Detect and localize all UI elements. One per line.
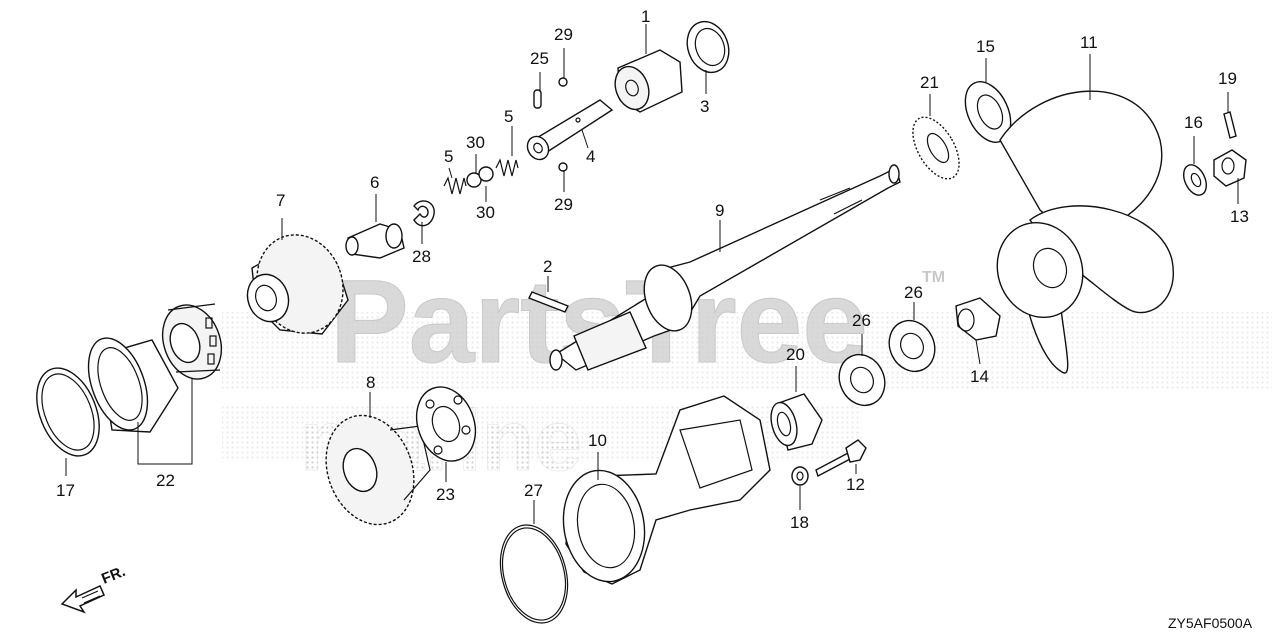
callout-29b: 29 [554, 195, 573, 214]
callout-27: 27 [524, 481, 543, 500]
part-key [528, 291, 569, 313]
part-snap-ring [36, 367, 100, 457]
diagram-reference-code: ZY5AF0500A [1168, 615, 1253, 631]
callout-19: 19 [1218, 69, 1237, 88]
part-propeller [996, 90, 1175, 374]
callout-26a: 26 [904, 283, 923, 302]
callout-11: 11 [1080, 33, 1098, 52]
callout-28: 28 [412, 247, 431, 266]
part-clip [413, 200, 435, 227]
callout-labels: 1 2 3 4 5 5 6 7 8 9 10 11 12 13 14 15 16… [56, 7, 1249, 532]
callout-30a: 30 [466, 133, 485, 152]
callout-20: 20 [786, 345, 805, 364]
callout-25: 25 [530, 49, 549, 68]
part-bearing-holder [562, 395, 771, 585]
part-clutch-shaft [345, 223, 405, 259]
callout-29a: 29 [554, 25, 573, 44]
part-castle-nut [1213, 149, 1247, 187]
part-pin [533, 89, 542, 109]
part-spacer [955, 297, 1001, 341]
callout-3: 3 [700, 97, 709, 116]
callout-13: 13 [1230, 207, 1249, 226]
callout-18: 18 [790, 513, 809, 532]
leader-lines [65, 24, 1239, 524]
arrow-icon [60, 585, 105, 614]
part-propeller-shaft [549, 164, 901, 371]
part-oil-seal-a [888, 319, 936, 373]
part-ring [686, 20, 730, 74]
front-direction-arrow: FR. [60, 563, 128, 614]
callout-5b: 5 [504, 107, 513, 126]
callout-4: 4 [586, 147, 595, 166]
callout-21: 21 [920, 73, 939, 92]
watermark-trademark: TM [922, 269, 945, 286]
part-small-washer [1182, 164, 1208, 196]
part-needle-bearing [770, 393, 823, 451]
part-springs-and-balls [443, 158, 519, 195]
callout-10: 10 [588, 431, 607, 450]
callout-14: 14 [970, 367, 989, 386]
callout-30b: 30 [476, 203, 495, 222]
callout-15: 15 [976, 37, 995, 56]
callout-1: 1 [641, 7, 650, 26]
callout-26b: 26 [852, 311, 871, 330]
callout-16: 16 [1184, 113, 1203, 132]
callout-7: 7 [276, 191, 285, 210]
part-shifter-slide [526, 99, 614, 161]
part-detent-balls [558, 77, 568, 172]
callout-9: 9 [715, 201, 724, 220]
callout-5a: 5 [444, 147, 453, 166]
part-thrust-washer [912, 116, 960, 180]
callout-23: 23 [436, 485, 455, 504]
part-reverse-gear [325, 414, 431, 526]
callout-17: 17 [56, 481, 75, 500]
part-oil-seal-b [838, 353, 886, 407]
watermark-dot-band [222, 312, 1272, 390]
callout-12: 12 [846, 475, 865, 494]
callout-8: 8 [366, 373, 375, 392]
callout-6: 6 [370, 173, 379, 192]
part-cotter-pin [1223, 111, 1237, 139]
front-arrow-label: FR. [99, 563, 128, 588]
callout-22: 22 [156, 471, 175, 490]
part-tapered-roller-bearing [87, 303, 223, 433]
part-clutch-dog [614, 49, 683, 113]
part-forward-gear [246, 234, 349, 335]
callout-2: 2 [543, 257, 552, 276]
part-ball-bearing [415, 386, 477, 462]
part-bolt-washer [791, 466, 809, 486]
part-o-ring [499, 524, 569, 624]
part-washer [964, 81, 1012, 143]
part-bolt [815, 439, 867, 478]
